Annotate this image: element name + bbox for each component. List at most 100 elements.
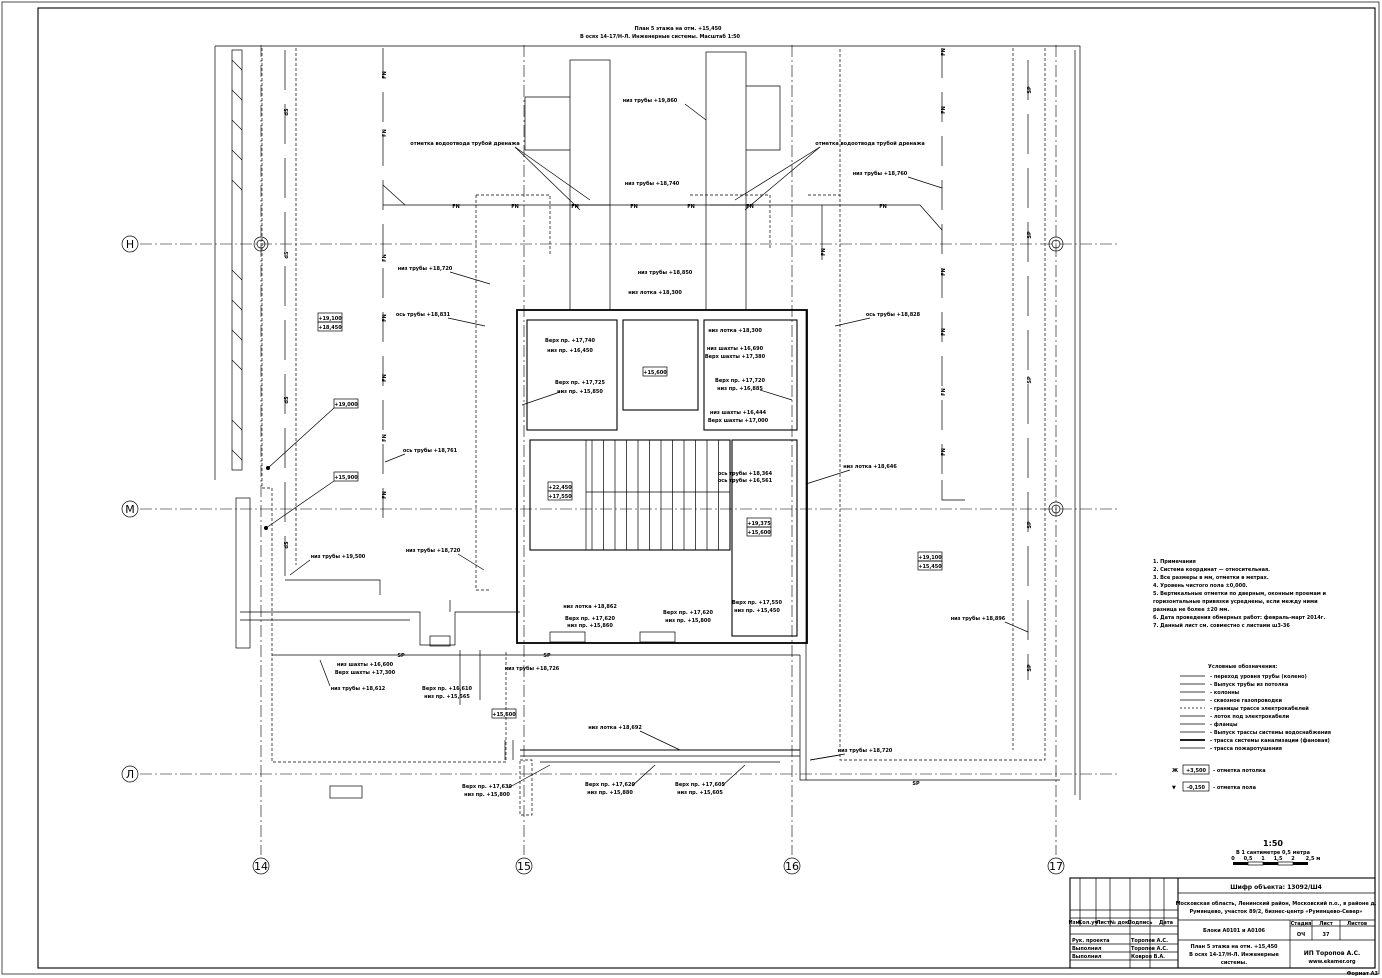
svg-text:Дата: Дата (1159, 920, 1173, 926)
svg-text:FN: FN (511, 204, 519, 210)
svg-text:FN: FN (746, 204, 754, 210)
legend-item: - сквозное газопроводки (1210, 698, 1283, 704)
svg-text:отметка водоотвода трубой дрен: отметка водоотвода трубой дренажа (815, 140, 924, 147)
svg-text:Стадия: Стадия (1291, 921, 1312, 927)
legend-item: - Выпуск трубы из потолка (1210, 681, 1288, 688)
svg-text:2. Система координат — относи: 2. Система координат — относительная. (1153, 567, 1270, 573)
svg-text:4. Уровень чистого пола ±0,00: 4. Уровень чистого пола ±0,000. (1153, 583, 1248, 589)
svg-text:низ пр. +15,800: низ пр. +15,800 (464, 792, 510, 798)
svg-text:разница не более ±20 мм.: разница не более ±20 мм. (1153, 606, 1229, 613)
svg-text:FN: FN (941, 106, 947, 114)
vent-shafts (524, 51, 781, 311)
svg-text:низ лотка +18,300: низ лотка +18,300 (708, 328, 762, 334)
notes-block: 1. Примечания 2. Система координат — отн… (1153, 559, 1327, 629)
svg-text:низ трубы +18,850: низ трубы +18,850 (638, 269, 693, 276)
svg-text:низ трубы +18,720: низ трубы +18,720 (838, 747, 893, 754)
svg-text:dS: dS (284, 251, 290, 259)
axis-bubble-M: М (121, 500, 139, 518)
svg-text:низ пр. +15,565: низ пр. +15,565 (424, 694, 470, 700)
svg-text:низ шахты +16,690: низ шахты +16,690 (707, 346, 764, 352)
svg-text:14: 14 (254, 860, 268, 873)
svg-text:Рук. проекта: Рук. проекта (1072, 938, 1109, 944)
hatched-wall-left (231, 49, 363, 799)
svg-text:SP: SP (1027, 231, 1033, 239)
svg-text:dS: dS (284, 108, 290, 116)
axis-bubble-17: 17 (1047, 857, 1065, 875)
svg-text:FN: FN (571, 204, 579, 210)
svg-text:SP: SP (543, 653, 551, 659)
svg-text:Верх пр. +17,720: Верх пр. +17,720 (715, 378, 765, 384)
svg-text:Верх шахты +17,300: Верх шахты +17,300 (335, 670, 396, 676)
column-markers (253, 236, 1064, 517)
annotations: отметка водоотвода трубой дренажа отметк… (289, 97, 1029, 798)
svg-text:FN: FN (821, 248, 827, 256)
plan-subtitle: В осях 14-17/Н-Л. Инженерные системы. Ма… (580, 33, 741, 40)
svg-text:2,5 м: 2,5 м (1306, 856, 1321, 862)
svg-text:37: 37 (1323, 932, 1330, 938)
svg-text:+15,600: +15,600 (643, 370, 667, 376)
svg-text:ОЧ: ОЧ (1297, 932, 1305, 938)
svg-text:низ пр. +15,800: низ пр. +15,800 (665, 618, 711, 624)
svg-text:Верх пр. +17,620: Верх пр. +17,620 (585, 782, 635, 788)
svg-text:+19,100: +19,100 (918, 555, 942, 561)
svg-text:горизонтальные привязки усредн: горизонтальные привязки усреднены, если … (1153, 599, 1318, 605)
svg-text:+15,600: +15,600 (747, 530, 771, 536)
svg-text:Н: Н (126, 238, 134, 251)
svg-text:низ трубы +18,720: низ трубы +18,720 (406, 547, 461, 554)
level-marker-2: +19,000 (266, 398, 359, 470)
svg-text:Л: Л (126, 768, 134, 781)
svg-text:Верх шахты +17,000: Верх шахты +17,000 (708, 418, 769, 424)
svg-text:низ трубы +18,720: низ трубы +18,720 (398, 265, 453, 272)
svg-text:FN: FN (382, 374, 388, 382)
fn-labels: FN FN FN FN FN FN FN FN FN FN FN FN FN F… (382, 48, 947, 499)
legend-item: - фланцы (1210, 721, 1238, 728)
svg-text:низ шахты +16,600: низ шахты +16,600 (337, 662, 394, 668)
svg-text:Листов: Листов (1347, 921, 1367, 927)
svg-text:FN: FN (941, 268, 947, 276)
ds-network: dS dS dS dS (284, 50, 381, 595)
inner-frame (37, 7, 1376, 969)
fn-network (382, 48, 965, 520)
svg-text:№ док.: № док. (1109, 920, 1131, 926)
level-marker-7: +19,100 +15,450 (917, 551, 943, 571)
svg-text:+15,450: +15,450 (918, 564, 942, 570)
svg-text:FN: FN (382, 71, 388, 79)
legend-item: - переход уровня трубы (колено) (1210, 673, 1307, 680)
legend-item: - границы трассе электрокабелей (1210, 705, 1309, 712)
svg-text:1,5: 1,5 (1274, 856, 1283, 862)
core-rooms (516, 309, 808, 644)
svg-text:Верх пр. +16,610: Верх пр. +16,610 (422, 686, 472, 692)
level-marker-3: +15,900 (264, 471, 359, 530)
svg-text:ось трубы +18,761: ось трубы +18,761 (403, 447, 458, 454)
svg-text:ось трубы +18,831: ось трубы +18,831 (396, 311, 451, 318)
svg-text:3. Все размеры в мм, отметки: 3. Все размеры в мм, отметки в метрах. (1153, 575, 1269, 581)
svg-text:www.ekamer.org: www.ekamer.org (1308, 959, 1356, 965)
staircase (591, 440, 719, 550)
legend-item: - лоток под электрокабели (1210, 713, 1290, 720)
svg-text:Шифр объекта: 13092/Ш4: Шифр объекта: 13092/Ш4 (1230, 884, 1322, 891)
legend-title: Условные обозначения: (1208, 663, 1277, 670)
svg-text:FN: FN (382, 491, 388, 499)
svg-text:SP: SP (1027, 664, 1033, 672)
svg-text:dS: dS (284, 396, 290, 404)
svg-text:Лист: Лист (1096, 920, 1110, 926)
svg-text:ось трубы +16,561: ось трубы +16,561 (718, 477, 773, 484)
svg-text:низ трубы +19,500: низ трубы +19,500 (311, 553, 366, 560)
svg-text:Ковров В.А.: Ковров В.А. (1131, 954, 1165, 960)
svg-text:SP: SP (397, 653, 405, 659)
svg-text:низ лотка +18,300: низ лотка +18,300 (628, 290, 682, 296)
svg-text:2: 2 (1291, 856, 1295, 862)
svg-text:Румянцево, участок 89/2, бизне: Румянцево, участок 89/2, бизнес-центр «Р… (1189, 908, 1362, 915)
svg-text:низ пр. +15,605: низ пр. +15,605 (677, 790, 723, 796)
svg-text:низ пр. +15,450: низ пр. +15,450 (734, 608, 780, 614)
axis-bubble-16: 16 (783, 857, 801, 875)
svg-text:+22,450: +22,450 (548, 485, 572, 491)
legend-item: - Выпуск трассы системы водоснабжения (1210, 729, 1331, 736)
svg-text:М: М (125, 503, 135, 516)
svg-text:- отметка потолка: - отметка потолка (1213, 768, 1266, 774)
svg-text:Верх пр. +17,740: Верх пр. +17,740 (545, 338, 595, 344)
svg-text:+15,600: +15,600 (492, 712, 516, 718)
svg-text:Формат А3: Формат А3 (1347, 971, 1379, 977)
svg-text:+15,900: +15,900 (334, 475, 358, 481)
svg-text:низ трубы +18,760: низ трубы +18,760 (853, 170, 908, 177)
